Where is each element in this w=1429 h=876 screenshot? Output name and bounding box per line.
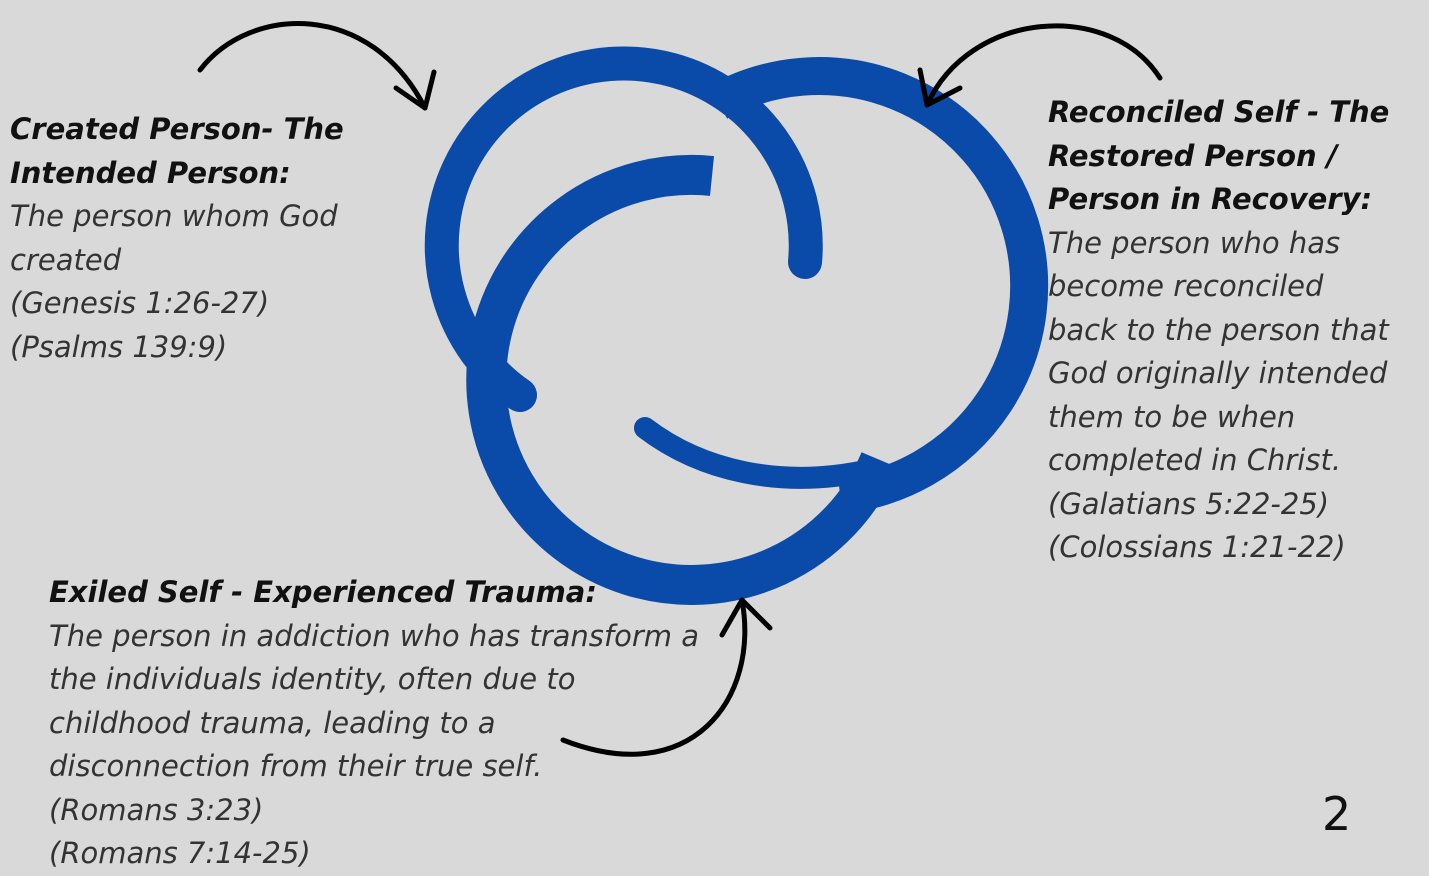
exiled-body-line-3: childhood trauma, leading to a <box>49 705 496 740</box>
reconciled-body-line-3: back to the person that <box>1048 312 1389 347</box>
exiled-body-line-1: The person in addiction who has transfor… <box>49 618 699 653</box>
logo-ring-left <box>424 46 823 412</box>
exiled-heading-line-1: Exiled Self - Experienced Trauma: <box>49 575 597 609</box>
created-body-line-2: created <box>10 242 122 277</box>
reconciled-body-line-7: (Galatians 5:22-25) <box>1048 486 1330 521</box>
exiled-body-line-2: the individuals identity, often due to <box>49 662 576 696</box>
created-body-line-4: (Psalms 139:9) <box>10 329 228 364</box>
created-person-label: Created Person- The Intended Person: The… <box>10 108 390 369</box>
created-body-line-1: The person whom God <box>10 199 338 233</box>
curved-arrow-top-right-icon <box>917 23 1163 108</box>
logo-ring-right <box>708 57 1049 514</box>
logo-ring-bottom <box>466 154 899 605</box>
page-number: 2 <box>1322 787 1352 841</box>
exiled-body-line-5: (Romans 3:23) <box>49 792 264 827</box>
reconciled-body-line-5: them to be when <box>1048 399 1296 434</box>
three-interlocking-rings-logo <box>424 46 1049 605</box>
logo-inner-crescent <box>634 417 881 489</box>
reconciled-body-line-4: God originally intended <box>1048 356 1388 390</box>
created-body-line-3: (Genesis 1:26-27) <box>10 286 270 320</box>
reconciled-heading-line-2: Restored Person / <box>1048 138 1338 173</box>
exiled-self-label: Exiled Self - Experienced Trauma: The pe… <box>49 571 739 876</box>
created-heading-line-1: Created Person- The <box>10 112 344 146</box>
reconciled-heading-line-3: Person in Recovery: <box>1048 182 1373 216</box>
exiled-body-line-6: (Romans 7:14-25) <box>49 836 311 870</box>
curved-arrow-top-left-icon <box>197 21 437 111</box>
reconciled-body-line-1: The person who has <box>1048 225 1341 260</box>
reconciled-body-line-2: become reconciled <box>1048 269 1324 303</box>
curved-arrow-bottom-icon <box>560 597 773 757</box>
reconciled-self-label: Reconciled Self - The Restored Person / … <box>1048 91 1423 570</box>
reconciled-body-line-8: (Colossians 1:21-22) <box>1048 530 1346 564</box>
diagram-graphics <box>197 21 1163 757</box>
reconciled-body-line-6: completed in Christ. <box>1048 443 1342 477</box>
reconciled-heading-line-1: Reconciled Self - The <box>1048 95 1390 129</box>
exiled-body-line-4: disconnection from their true self. <box>49 749 543 783</box>
created-heading-line-2: Intended Person: <box>10 155 291 190</box>
